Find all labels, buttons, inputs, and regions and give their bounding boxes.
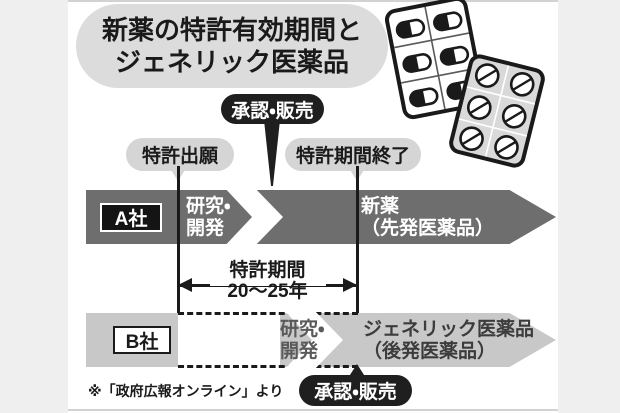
patent-period-measure-mask (210, 276, 326, 286)
company-b-product-line-2: （後発医薬品） (363, 340, 497, 362)
badge-patent-expiry: 特許期間終了 (285, 138, 421, 171)
company-a-product-label: 新薬 （先発医薬品） (361, 196, 494, 239)
patent-period-arrow-right-icon (343, 278, 357, 292)
company-b-rd-line-2: 開発 (280, 340, 319, 362)
company-b-label: B社 (113, 326, 171, 354)
badge-approval-sale-top: 承認・販売 (221, 94, 324, 124)
timeline-rule-patent-application (177, 166, 180, 364)
company-a-rd-line-1: 研究・ (186, 196, 231, 217)
company-a-product-line-1: 新薬 (361, 196, 400, 217)
badge-patent-application: 特許出願 (126, 138, 234, 171)
company-a-label: A社 (100, 203, 162, 232)
patent-period-value: 20〜25年 (227, 281, 308, 303)
page-title-line-2: ジェネリック医薬品 (114, 47, 349, 77)
company-b-inactive-region (178, 313, 280, 367)
company-b-dashed-bottom-edge (178, 365, 358, 368)
title-pill-background (76, 4, 388, 88)
patent-period-arrow-left-icon (178, 278, 192, 292)
page-title: 新薬の特許有効期間と ジェネリック医薬品 (76, 6, 388, 86)
patent-period-label: 特許期間 (229, 260, 306, 281)
company-a-timeline-band (86, 190, 556, 244)
company-a-arrow-shape (86, 190, 556, 244)
pill-packs-illustration (384, 0, 545, 168)
company-b-product-label: ジェネリック医薬品 （後発医薬品） (363, 319, 534, 362)
company-b-dashed-top-edge (178, 312, 358, 315)
timeline-rule-patent-expiry (356, 166, 359, 366)
company-b-product-line-1: ジェネリック医薬品 (363, 319, 535, 340)
company-a-product-line-2: （先発医薬品） (361, 217, 495, 239)
company-a-rd-line-2: 開発 (186, 217, 225, 239)
badge-approval-sale-bottom: 承認・販売 (299, 375, 412, 406)
top-divider (68, 0, 558, 2)
company-a-rd-phase-label: 研究・ 開発 (186, 196, 230, 239)
capsule-blister-pack-icon (384, 0, 486, 120)
source-note: ※「政府広報オンライン」より (88, 383, 284, 399)
patent-period-annotation: 特許期間 20〜25年 (178, 260, 357, 303)
company-b-rd-line-1: 研究・ (280, 319, 325, 340)
company-b-rd-phase-label: 研究・ 開発 (280, 319, 324, 362)
tablet-blister-pack-icon (449, 54, 545, 168)
bottom-divider (68, 409, 558, 411)
page-title-line-1: 新薬の特許有効期間と (101, 14, 362, 45)
